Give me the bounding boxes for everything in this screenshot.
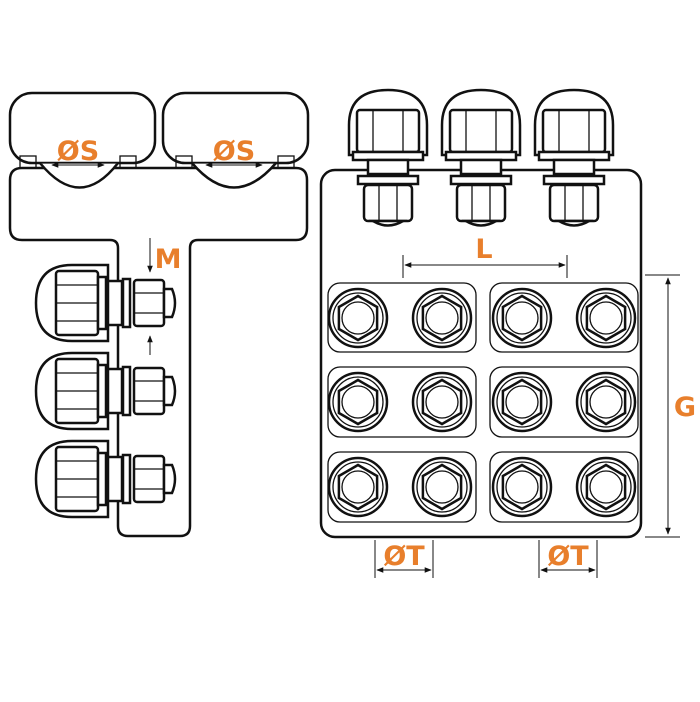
terminal-hole [411, 371, 473, 433]
terminal-hole [575, 456, 637, 518]
label-ot-left: ØT [383, 541, 425, 572]
terminal-hole [327, 371, 389, 433]
front-view [319, 88, 680, 578]
side-bolt-group [34, 263, 177, 519]
terminal-hole [491, 371, 553, 433]
terminal-hole [411, 287, 473, 349]
terminal-hole [411, 456, 473, 518]
terminal-pad [489, 451, 639, 523]
terminal-pad [489, 282, 639, 353]
terminal-pad [489, 366, 639, 438]
top-bolt [347, 88, 429, 227]
top-bolt [533, 88, 615, 227]
side-bolt [34, 263, 177, 343]
label-m: M [155, 244, 182, 275]
side-bolt [34, 439, 177, 519]
top-bolt-group [347, 88, 615, 227]
label-os-right: ØS [213, 136, 255, 167]
label-os-left: ØS [57, 136, 99, 167]
terminal-hole [327, 287, 389, 349]
terminal-hole [575, 287, 637, 349]
terminal-hole-grid [327, 282, 639, 523]
terminal-hole [491, 287, 553, 349]
cable-seat-left [39, 162, 119, 189]
terminal-hole [491, 456, 553, 518]
side-bolt [34, 351, 177, 431]
label-ot-right: ØT [547, 541, 589, 572]
terminal-hole [327, 456, 389, 518]
cable-seat-right [191, 162, 277, 189]
terminal-hole [575, 371, 637, 433]
side-view [8, 91, 310, 538]
label-l: L [475, 234, 492, 265]
top-bolt [440, 88, 522, 227]
label-g: G [674, 392, 696, 423]
t-body [8, 166, 309, 538]
